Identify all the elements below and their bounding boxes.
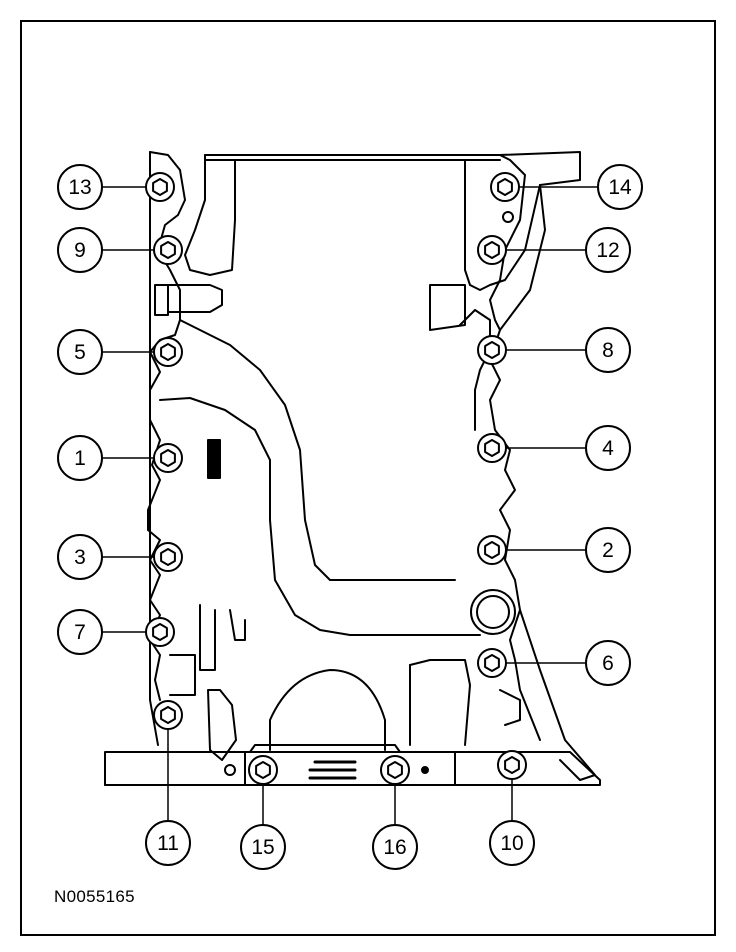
callout-circle-6	[585, 640, 631, 686]
figure-id: N0055165	[54, 887, 135, 906]
oil-pan-outline	[104, 151, 601, 786]
callout-circle-9	[57, 227, 103, 273]
figure-frame	[20, 20, 716, 936]
callout-label-3: 3	[74, 546, 86, 569]
bolt-icon-3	[160, 548, 176, 566]
callout-label-9: 9	[74, 239, 86, 262]
callout-circle-12	[585, 227, 631, 273]
manufacturer-logo	[207, 439, 221, 479]
bolt-icon-7	[152, 623, 168, 641]
callout-circle-16	[372, 824, 418, 870]
callout-circle-13	[57, 164, 103, 210]
callout-leaders	[101, 186, 599, 826]
bolt-icon-4	[484, 439, 500, 457]
callout-label-4: 4	[602, 437, 614, 460]
bolt-icon-15	[255, 761, 271, 779]
callout-label-14: 14	[608, 176, 632, 199]
bolt-icon-2	[484, 541, 500, 559]
callout-label-16: 16	[383, 836, 406, 859]
drain-plug-icon	[470, 589, 516, 635]
bolt-icon-9	[160, 241, 176, 259]
callout-circle-1	[57, 435, 103, 481]
bolt-icon-11	[160, 706, 176, 724]
callout-label-5: 5	[74, 341, 86, 364]
callout-label-2: 2	[602, 539, 614, 562]
callout-circle-4	[585, 425, 631, 471]
callout-circle-7	[57, 609, 103, 655]
callout-label-8: 8	[602, 339, 614, 362]
callout-label-7: 7	[74, 621, 86, 644]
callout-circle-2	[585, 527, 631, 573]
bolt-icon-10	[504, 756, 520, 774]
callout-label-10: 10	[500, 832, 523, 855]
bolt-heads	[145, 172, 527, 785]
bolt-icon-16	[387, 761, 403, 779]
callout-label-1: 1	[74, 447, 86, 470]
bolt-icon-6	[484, 654, 500, 672]
callout-circle-3	[57, 534, 103, 580]
bolt-icon-12	[484, 241, 500, 259]
bolt-icon-5	[160, 343, 176, 361]
bolt-icon-13	[152, 178, 168, 196]
callout-label-12: 12	[596, 239, 619, 262]
callout-circle-10	[489, 820, 535, 866]
callout-label-13: 13	[68, 176, 91, 199]
callout-circle-5	[57, 329, 103, 375]
bolt-icon-1	[160, 449, 176, 467]
callout-label-11: 11	[157, 832, 179, 855]
callout-circle-15	[240, 824, 286, 870]
callout-circle-11	[145, 820, 191, 866]
bolt-icon-8	[484, 341, 500, 359]
callout-label-15: 15	[251, 836, 274, 859]
callout-circle-8	[585, 327, 631, 373]
callout-circle-14	[597, 164, 643, 210]
bolt-icon-14	[497, 178, 513, 196]
callout-label-6: 6	[602, 652, 614, 675]
